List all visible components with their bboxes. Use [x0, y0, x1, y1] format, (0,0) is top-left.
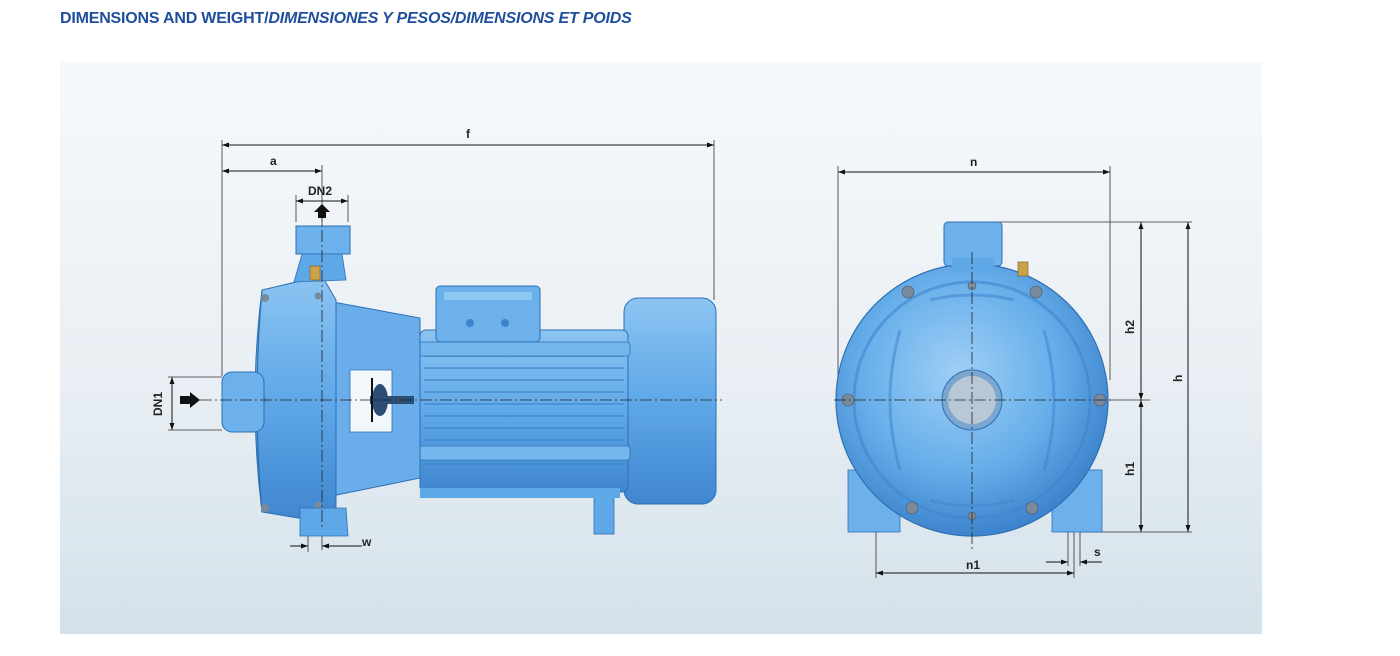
section-heading: DIMENSIONS AND WEIGHT/DIMENSIONES Y PESO…: [60, 10, 632, 28]
heading-main: DIMENSIONS AND WEIGHT/: [60, 10, 269, 27]
label-a: a: [270, 154, 277, 168]
label-n1: n1: [966, 558, 980, 572]
label-h2: h2: [1123, 320, 1137, 334]
label-w: w: [361, 535, 372, 549]
label-h1: h1: [1123, 462, 1137, 476]
heading-italic: DIMENSIONES Y PESOS/DIMENSIONS ET POIDS: [268, 10, 632, 27]
label-s: s: [1094, 545, 1101, 559]
label-dn2: DN2: [308, 184, 332, 198]
label-f: f: [466, 127, 471, 141]
label-n: n: [970, 155, 977, 169]
label-h: h: [1171, 375, 1185, 382]
label-dn1: DN1: [151, 392, 165, 416]
pump-front-view: n h2 h h1 n1 s: [834, 155, 1192, 578]
pump-side-view: f a DN2 DN1 w: [151, 127, 722, 552]
